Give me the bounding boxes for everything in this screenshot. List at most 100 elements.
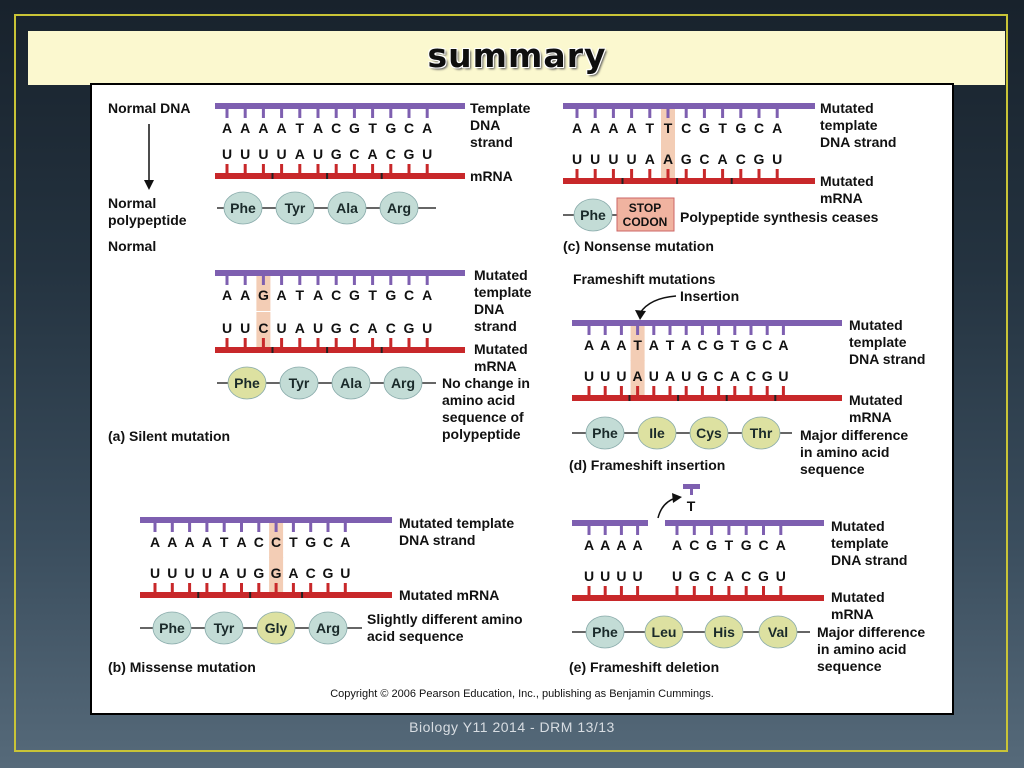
amino-acid-ile	[637, 416, 677, 450]
amino-acid-label: Cys	[696, 425, 722, 441]
note-insertion-0: Major difference	[800, 427, 908, 443]
nonsense-mrna-base: G	[754, 151, 765, 167]
deletion-dna-left-tooth	[619, 523, 623, 535]
missense-dna-base: T	[220, 534, 229, 550]
note-deletion-0: Major difference	[817, 624, 925, 640]
missense-dna-base: A	[202, 534, 212, 550]
nonsense-mrna-tooth	[702, 169, 706, 181]
normal-dna-base: C	[404, 120, 414, 136]
insertion-mrna-highlight	[630, 360, 645, 400]
missense-dna-backbone	[140, 517, 392, 523]
note-deletion-1: in amino acid	[817, 641, 906, 657]
missense-dna-tooth	[153, 520, 157, 532]
insertion-arrow-icon	[639, 295, 677, 314]
normal-dna-base: T	[296, 120, 305, 136]
normal-mrna-backbone	[215, 173, 465, 179]
insertion-mrna-tooth	[587, 386, 591, 398]
nonsense-dna-base: A	[590, 120, 600, 136]
missense-mrna-tooth	[309, 583, 313, 595]
missense-dna-tooth	[274, 520, 278, 532]
deletion-dna-right-backbone	[665, 520, 824, 526]
deletion-dna-left-base: A	[633, 537, 643, 553]
insertion-dna-tooth	[636, 323, 640, 335]
normal-dna-tooth	[389, 106, 393, 118]
deletion-mrna-left-base: U	[633, 568, 643, 584]
amino-acid-label: Tyr	[289, 375, 310, 391]
nonsense-mrna-tooth	[593, 169, 597, 181]
stop-codon-box	[616, 197, 675, 232]
normal-mrna-tooth	[425, 164, 429, 176]
deletion-dna-right-base: A	[672, 537, 682, 553]
deletion-dna-right-tooth	[762, 523, 765, 535]
nonsense-mrna-tooth	[630, 169, 634, 181]
silent-mrna-base: A	[295, 320, 305, 336]
deletion-dna-right-base: T	[725, 537, 734, 553]
amino-acid-label: Phe	[580, 207, 606, 223]
insertion-mrna-tooth	[765, 386, 769, 398]
deletion-mrna-left-base: U	[600, 568, 610, 584]
amino-acid-label: Tyr	[285, 200, 306, 216]
nonsense-mrna-backbone	[563, 178, 815, 184]
slide-border	[14, 14, 1008, 752]
missense-dna-base: A	[167, 534, 177, 550]
missense-dna-tooth	[240, 520, 243, 532]
nonsense-mrna-base: G	[681, 151, 692, 167]
label-missense-template-1: DNA strand	[399, 532, 476, 548]
deletion-dna-right-base: C	[689, 537, 699, 553]
nonsense-dna-tooth	[739, 106, 743, 118]
insertion-mrna-backbone	[572, 395, 842, 401]
caption-normal: Normal	[108, 238, 156, 254]
insertion-dna-base: T	[731, 337, 740, 353]
normal-mrna-base: U	[240, 146, 250, 162]
nonsense-mrna-tooth	[648, 169, 652, 181]
insertion-mrna-codon-mark	[677, 395, 680, 401]
silent-dna-base: G	[385, 287, 396, 303]
nonsense-dna-base: C	[681, 120, 691, 136]
label-normal-polypeptide-2: polypeptide	[108, 212, 187, 228]
deletion-dna-left-base: A	[616, 537, 626, 553]
normal-mrna-base: U	[313, 146, 323, 162]
missense-dna-tooth	[309, 520, 313, 532]
amino-acid-tyr	[275, 191, 315, 225]
arrowhead-icon	[144, 180, 154, 190]
amino-acid-label: His	[713, 624, 735, 640]
missense-dna-base: C	[271, 534, 281, 550]
silent-dna-base: G	[349, 287, 360, 303]
missense-mrna-tooth	[170, 583, 174, 595]
deletion-mrna-gap-fill	[648, 595, 665, 601]
deletion-mrna-right-tooth	[675, 586, 679, 598]
label-template-dna-1: DNA	[470, 117, 500, 133]
missense-mrna-codon-mark	[197, 592, 200, 598]
silent-mrna-tooth	[280, 338, 284, 350]
nonsense-dna-tooth	[666, 106, 670, 118]
amino-acid-cys	[689, 416, 729, 450]
copyright-text: Copyright © 2006 Pearson Education, Inc.…	[330, 688, 714, 700]
deletion-mrna-right-tooth	[762, 586, 765, 598]
normal-mrna-tooth	[243, 164, 247, 176]
deletion-mrna-right-tooth	[779, 586, 783, 598]
missense-dna-tooth	[343, 520, 347, 532]
insertion-mrna-base: U	[600, 368, 610, 384]
insertion-dna-base: G	[746, 337, 757, 353]
missense-mrna-base: U	[150, 565, 160, 581]
label-nonsense-template-0: Mutated	[820, 100, 874, 116]
nonsense-mrna-base: A	[645, 151, 655, 167]
normal-mrna-base: C	[386, 146, 396, 162]
normal-mrna-tooth	[298, 164, 302, 176]
missense-dna-base: A	[150, 534, 160, 550]
note-insertion-1: in amino acid	[800, 444, 889, 460]
missense-dna-tooth	[326, 520, 330, 532]
silent-dna-tooth	[316, 273, 320, 285]
insertion-dna-base: A	[681, 337, 691, 353]
deletion-mrna-right-tooth	[692, 586, 696, 598]
nonsense-dna-tooth	[775, 106, 779, 118]
deletion-mrna-left-base: U	[584, 568, 594, 584]
nonsense-dna-tooth	[630, 106, 634, 118]
insertion-mrna-tooth	[717, 386, 721, 398]
silent-dna-base: A	[277, 287, 287, 303]
insertion-mrna-codon-mark	[774, 395, 777, 401]
missense-mrna-base: U	[167, 565, 177, 581]
